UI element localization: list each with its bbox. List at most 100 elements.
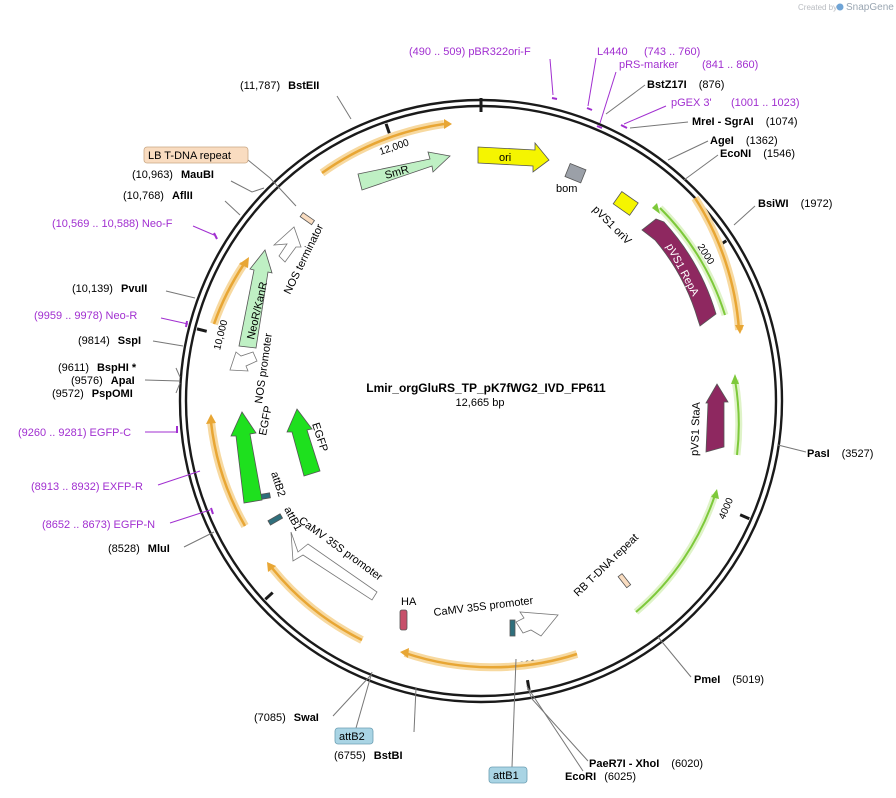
orf-arc-top-head xyxy=(444,119,452,129)
tick-mark xyxy=(384,123,391,134)
site-label-pmei: PmeI(5019) xyxy=(694,674,764,686)
site-label-bsphi: (9611)BspHI * xyxy=(58,362,137,374)
leader-attb1-box xyxy=(511,658,517,768)
orf-arc-left-head xyxy=(206,414,216,424)
snapgene-logo-icon xyxy=(836,3,844,11)
attb2-box xyxy=(334,727,374,745)
primer-label-l4440: L4440 xyxy=(597,46,628,58)
primer-label-egfp-c: (9260 .. 9281) EGFP-C xyxy=(18,427,131,439)
orf-arc-right-green-head xyxy=(652,203,660,214)
leader-maubi xyxy=(230,180,265,193)
feature-attb1-right xyxy=(509,619,516,637)
site-label-bstbi: (6755)BstBI xyxy=(334,750,403,762)
feature-ha xyxy=(399,609,408,631)
orf-arc-right-head xyxy=(735,325,744,334)
site-label-pasi: PasI(3527) xyxy=(807,448,873,460)
attb2-box-label: attB2 xyxy=(339,731,365,743)
leader-pgex-3 xyxy=(623,105,667,125)
leader-ecori xyxy=(527,687,584,772)
site-label-paer7i-xhoi: PaeR7I - XhoI(6020) xyxy=(589,758,703,770)
feature-ori-label: ori xyxy=(499,152,511,164)
leader-pbr322ori-f xyxy=(549,58,554,96)
snapgene-logo-text: SnapGene xyxy=(846,2,894,13)
feature-ha-label: HA xyxy=(401,596,417,608)
primer-mark-l4440 xyxy=(586,107,593,111)
site-label-sspi: (9814)SspI xyxy=(78,335,141,347)
lb-tdna-repeat-box-label: LB T-DNA repeat xyxy=(148,150,231,162)
leader-aflii xyxy=(224,200,241,216)
leader-pasi xyxy=(777,444,807,453)
feature-rb-tdna-repeat-label: RB T-DNA repeat xyxy=(572,532,641,600)
leader-neo-f xyxy=(192,225,215,236)
site-label-agei: AgeI(1362) xyxy=(710,135,778,147)
leader-sspi xyxy=(152,340,184,347)
orf-arc-right-line xyxy=(693,197,741,331)
site-label-maubi: (10,963)MauBI xyxy=(132,169,214,181)
site-leaders xyxy=(144,84,807,772)
orf-arc-right-green xyxy=(659,207,726,316)
leader-prs-marker xyxy=(599,71,617,124)
feature-pvs1-repa xyxy=(641,218,717,327)
primer-label-egfp-n: (8652 .. 8673) EGFP-N xyxy=(42,519,155,531)
feature-bom-label: bom xyxy=(556,183,577,195)
orf-arc-upperleft-line xyxy=(212,263,246,325)
feature-camv-35s-promoter-right xyxy=(515,611,559,637)
feature-pvs1-staa xyxy=(705,383,729,453)
feature-nos-terminator-arrow xyxy=(272,226,302,263)
feature-camv-35s-promoter-right-label: CaMV 35S promoter xyxy=(433,595,534,619)
site-label-mlui: (8528)MluI xyxy=(108,543,170,555)
orf-arc-mid-green-head xyxy=(731,374,739,384)
feature-egfp-right xyxy=(286,408,321,477)
leader-bstbi xyxy=(413,687,417,733)
plasmid-name: Lmir_orgGluRS_TP_pK7fWG2_IVD_FP611 xyxy=(366,381,606,395)
tick-label: 4000 xyxy=(717,496,736,521)
orf-arc-bottom-line xyxy=(404,651,578,669)
feature-neor-kanr xyxy=(238,249,273,349)
primer-mark-egfp-n xyxy=(210,507,214,515)
site-label-apai: (9576)ApaI xyxy=(71,375,135,387)
orf-arc-bottom-head xyxy=(400,648,409,658)
primer-label-prs-marker: pRS-marker xyxy=(619,59,679,71)
leader-l4440 xyxy=(587,57,597,107)
primer-labels: (490 .. 509) pBR322ori-F L4440 (743 .. 7… xyxy=(18,46,800,531)
primer-label-neo-f: (10,569 .. 10,588) Neo-F xyxy=(52,218,173,230)
leader-bstz17i xyxy=(605,84,646,115)
feature-smr xyxy=(357,151,451,191)
site-label-pvuii: (10,139)PvuII xyxy=(72,283,147,295)
leader-mrei xyxy=(629,121,689,129)
tick-mark xyxy=(264,591,274,601)
feature-nos-promoter xyxy=(229,351,258,372)
primer-label-pgex-3: pGEX 3' xyxy=(671,97,712,109)
leader-lb-tdna xyxy=(247,159,297,207)
orf-arc-lower-green xyxy=(635,494,716,613)
leader-swai xyxy=(332,675,371,717)
leader-mlui xyxy=(183,531,215,548)
primer-mark-pbr322ori-f xyxy=(551,97,558,100)
orf-arc-mid-green xyxy=(734,379,740,456)
primer-mark-neo-f xyxy=(213,232,218,240)
orf-arcs xyxy=(206,119,744,672)
site-label-bstz17i: BstZ17I(876) xyxy=(647,79,724,91)
primer-label-neo-r: (9959 .. 9978) Neo-R xyxy=(34,310,137,322)
site-label-econi: EcoNI(1546) xyxy=(720,148,795,160)
feature-lb-tdna-repeat-mark xyxy=(299,211,316,226)
feature-egfp-left xyxy=(230,411,263,504)
primer-label-l4440-range: (743 .. 760) xyxy=(644,46,700,58)
tick-mark xyxy=(196,327,208,333)
leader-pspomi xyxy=(175,382,181,394)
leader-bsiwi xyxy=(733,205,756,226)
primer-label-pgex-3-range: (1001 .. 1023) xyxy=(731,97,800,109)
attb1-box xyxy=(488,766,528,784)
feature-pvs1-staa-label: pVS1 StaA xyxy=(689,401,703,456)
leader-neo-r xyxy=(160,317,189,325)
leader-apai xyxy=(144,379,181,382)
orf-arc-lowerleft-head xyxy=(267,562,276,572)
primer-label-exfp-r: (8913 .. 8932) EXFP-R xyxy=(31,481,143,493)
site-labels: (11,787)BstEII (10,963)MauBI (10,768)Afl… xyxy=(52,79,873,783)
leader-pmei xyxy=(657,636,692,678)
primer-label-pbr322ori-f: (490 .. 509) pBR322ori-F xyxy=(409,46,531,58)
feature-rb-tdna-repeat xyxy=(617,573,632,589)
primer-mark-neo-r xyxy=(185,320,188,328)
